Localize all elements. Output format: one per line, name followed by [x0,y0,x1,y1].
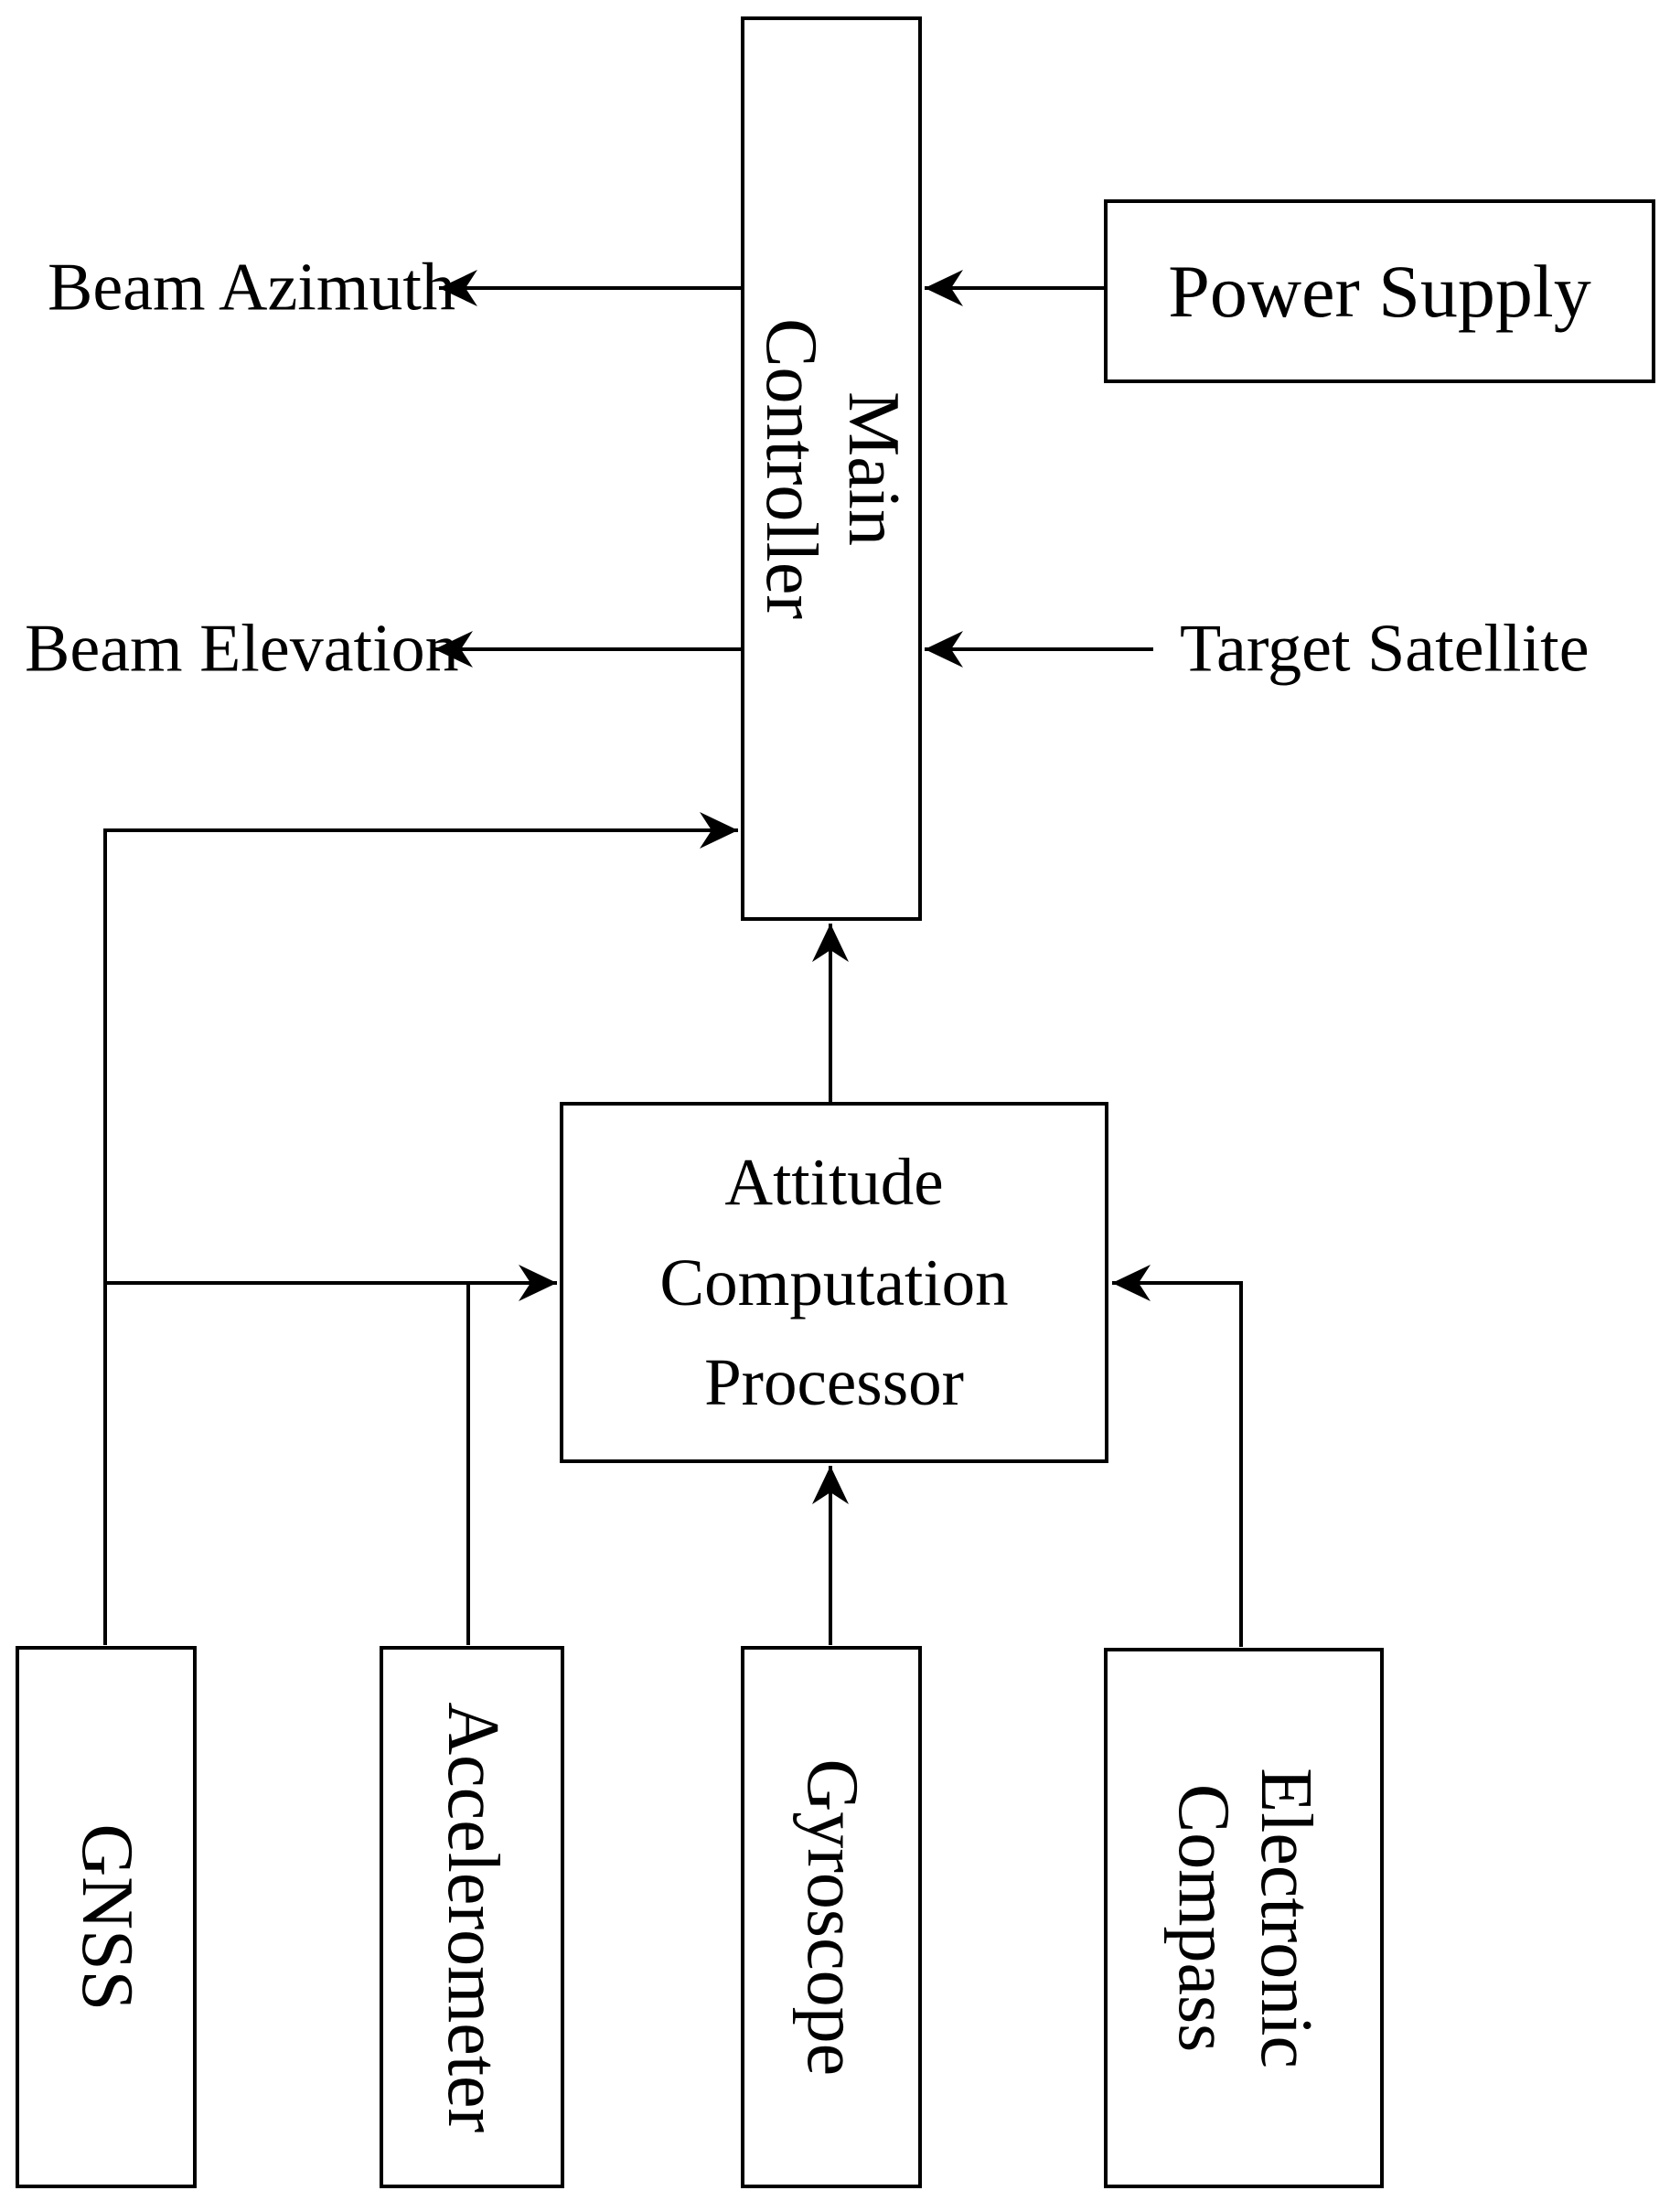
node-gyroscope-label: Gyroscope [791,1758,872,2076]
edge-gnss-to-main [103,812,738,1645]
node-power-supply: Power Supply [1104,199,1655,383]
node-attitude-computation-processor-label: Attitude Computation Processor [659,1145,1009,1420]
label-beam-elevation: Beam Elevation [25,611,459,687]
label-beam-azimuth: Beam Azimuth [48,250,455,326]
node-accelerometer-label: Accelerometer [432,1702,513,2132]
node-attitude-computation-processor: Attitude Computation Processor [560,1102,1108,1463]
label-target-satellite: Target Satellite [1180,611,1590,687]
node-power-supply-label: Power Supply [1168,250,1591,333]
node-electronic-compass: Electronic Compass [1104,1648,1384,2188]
node-gnss: GNSS [16,1646,197,2188]
node-gnss-label: GNSS [66,1823,147,2011]
node-electronic-compass-label: Electronic Compass [1163,1768,1326,2068]
node-main-controller: Main Controller [741,16,922,921]
edge-compass-to-processor [1112,1265,1243,1647]
node-main-controller-label: Main Controller [751,318,914,619]
node-accelerometer: Accelerometer [380,1646,564,2188]
node-gyroscope: Gyroscope [741,1646,922,2188]
